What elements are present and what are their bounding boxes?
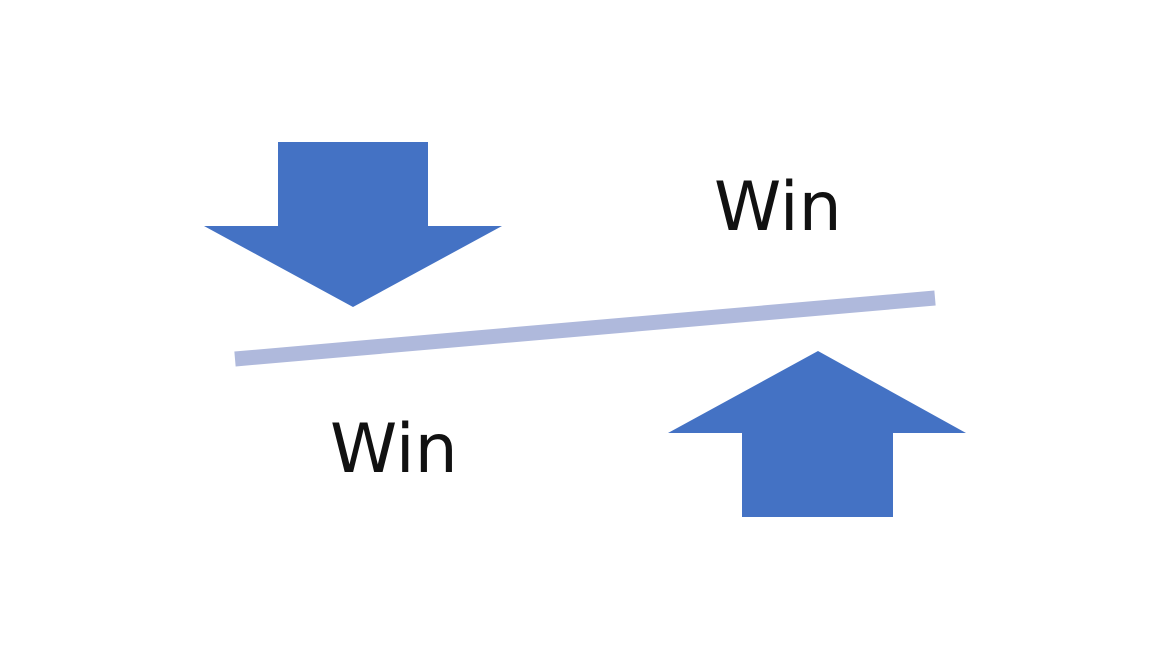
down-arrow-icon <box>204 142 502 307</box>
slanted-divider-line <box>234 290 936 367</box>
win-label-lower: Win <box>330 410 458 489</box>
win-label-upper: Win <box>714 168 842 247</box>
up-arrow-icon <box>668 351 966 517</box>
